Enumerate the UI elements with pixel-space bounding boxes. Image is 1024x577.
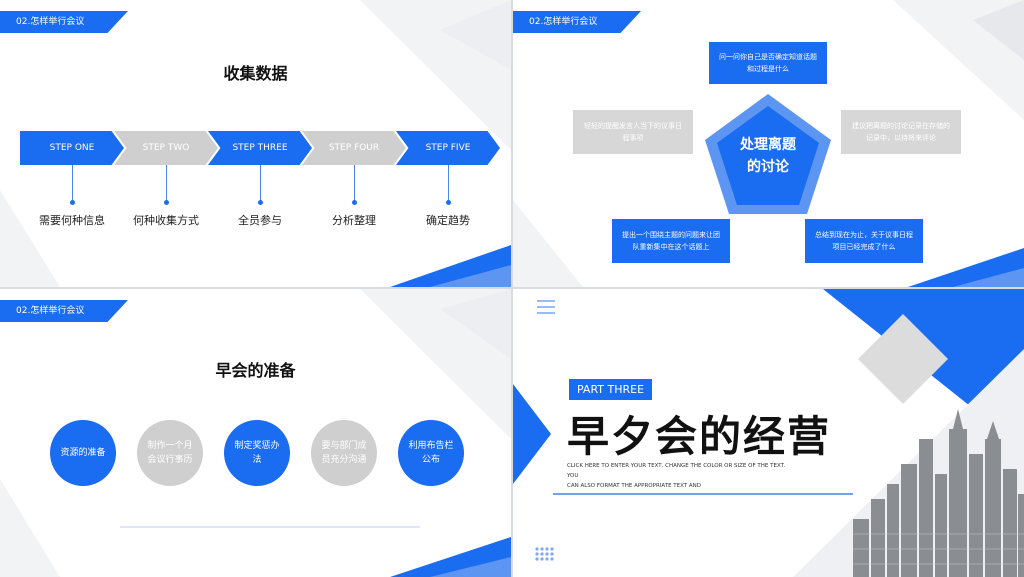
slide-part-three-cover[interactable]: PART THREE 早夕会的经营 CLICK HERE TO ENTER YO… (513, 289, 1024, 577)
step-connector-line (260, 165, 261, 202)
step-five-arrow[interactable]: STEP FIVE (396, 131, 500, 165)
step-dot (164, 200, 169, 205)
step-three-label: 全员参与 (238, 214, 282, 227)
step-one-label: 需要何种信息 (39, 214, 105, 227)
step-one-arrow[interactable]: STEP ONE (20, 131, 124, 165)
step-three-arrow[interactable]: STEP THREE (208, 131, 312, 165)
bottom-right-box[interactable]: 总结到现在为止，关于议事日程项目已经完成了什么 (805, 219, 923, 263)
cover-title: 早夕会的经营 (567, 412, 832, 461)
prep-circle-resources[interactable]: 资源的准备 (50, 420, 116, 486)
slide-off-topic-discussion[interactable]: 02.怎样举行会议 处理离题 的讨论 问一问你自己是否确定知道话题和过程是什么 … (513, 0, 1024, 287)
prep-circle-calendar[interactable]: 制作一个月会议行事历 (137, 420, 203, 486)
step-four-label: 分析整理 (332, 214, 376, 227)
slide-title: 早会的准备 (215, 361, 296, 380)
slide-collect-data[interactable]: 02.怎样举行会议 收集数据 STEP ONE STEP TWO STEP TH… (0, 0, 511, 287)
step-two-arrow[interactable]: STEP TWO (114, 131, 218, 165)
step-four-arrow[interactable]: STEP FOUR (302, 131, 406, 165)
slide-background (513, 289, 1024, 577)
step-connector-line (448, 165, 449, 202)
part-badge: PART THREE (569, 379, 653, 400)
step-connector-line (354, 165, 355, 202)
section-tag: 02.怎样举行会议 (0, 300, 128, 322)
slide-title: 收集数据 (223, 64, 288, 83)
slide-background (0, 0, 511, 287)
center-topic-line: 处理离题 (740, 137, 796, 153)
step-dot (70, 200, 75, 205)
step-two-label: 何种收集方式 (133, 214, 199, 227)
right-box[interactable]: 建议把离题的讨论记录在存储的记录中，以待将来评论 (841, 110, 961, 154)
prep-circle-bulletin[interactable]: 利用布告栏公布 (398, 420, 464, 486)
slide-morning-meeting-prep[interactable]: 02.怎样举行会议 早会的准备 资源的准备 制作一个月会议行事历 制定奖惩办法 … (0, 289, 511, 577)
cover-subtext-line: CLICK HERE TO ENTER YOUR TEXT, CHANGE TH… (567, 463, 786, 479)
step-dot (258, 200, 263, 205)
step-connector-line (166, 165, 167, 202)
bottom-left-box[interactable]: 提出一个围绕主题的问题来让团队重新集中在这个话题上 (612, 219, 730, 263)
section-tag: 02.怎样举行会议 (0, 11, 128, 33)
pentagon-shape (705, 94, 831, 214)
center-topic: 处理离题 的讨论 (723, 134, 813, 178)
step-dot (352, 200, 357, 205)
slide-background (513, 0, 1024, 287)
slide-background (0, 289, 511, 577)
prep-circle-communicate[interactable]: 要与部门成员充分沟通 (311, 420, 377, 486)
step-five-label: 确定趋势 (426, 214, 470, 227)
step-dot (446, 200, 451, 205)
top-box[interactable]: 问一问你自己是否确定知道话题和过程是什么 (709, 42, 827, 84)
center-topic-line: 的讨论 (747, 159, 789, 175)
cover-subtext-line: CAN ALSO FORMAT THE APPROPRIATE TEXT AND (567, 483, 702, 489)
prep-circle-rewards[interactable]: 制定奖惩办法 (224, 420, 290, 486)
left-box[interactable]: 轻轻的提醒发言人当下的议事日程事项 (573, 110, 693, 154)
section-tag: 02.怎样举行会议 (513, 11, 641, 33)
city-skyline-image (853, 409, 1024, 577)
cover-subtext: CLICK HERE TO ENTER YOUR TEXT, CHANGE TH… (567, 461, 797, 491)
step-connector-line (72, 165, 73, 202)
